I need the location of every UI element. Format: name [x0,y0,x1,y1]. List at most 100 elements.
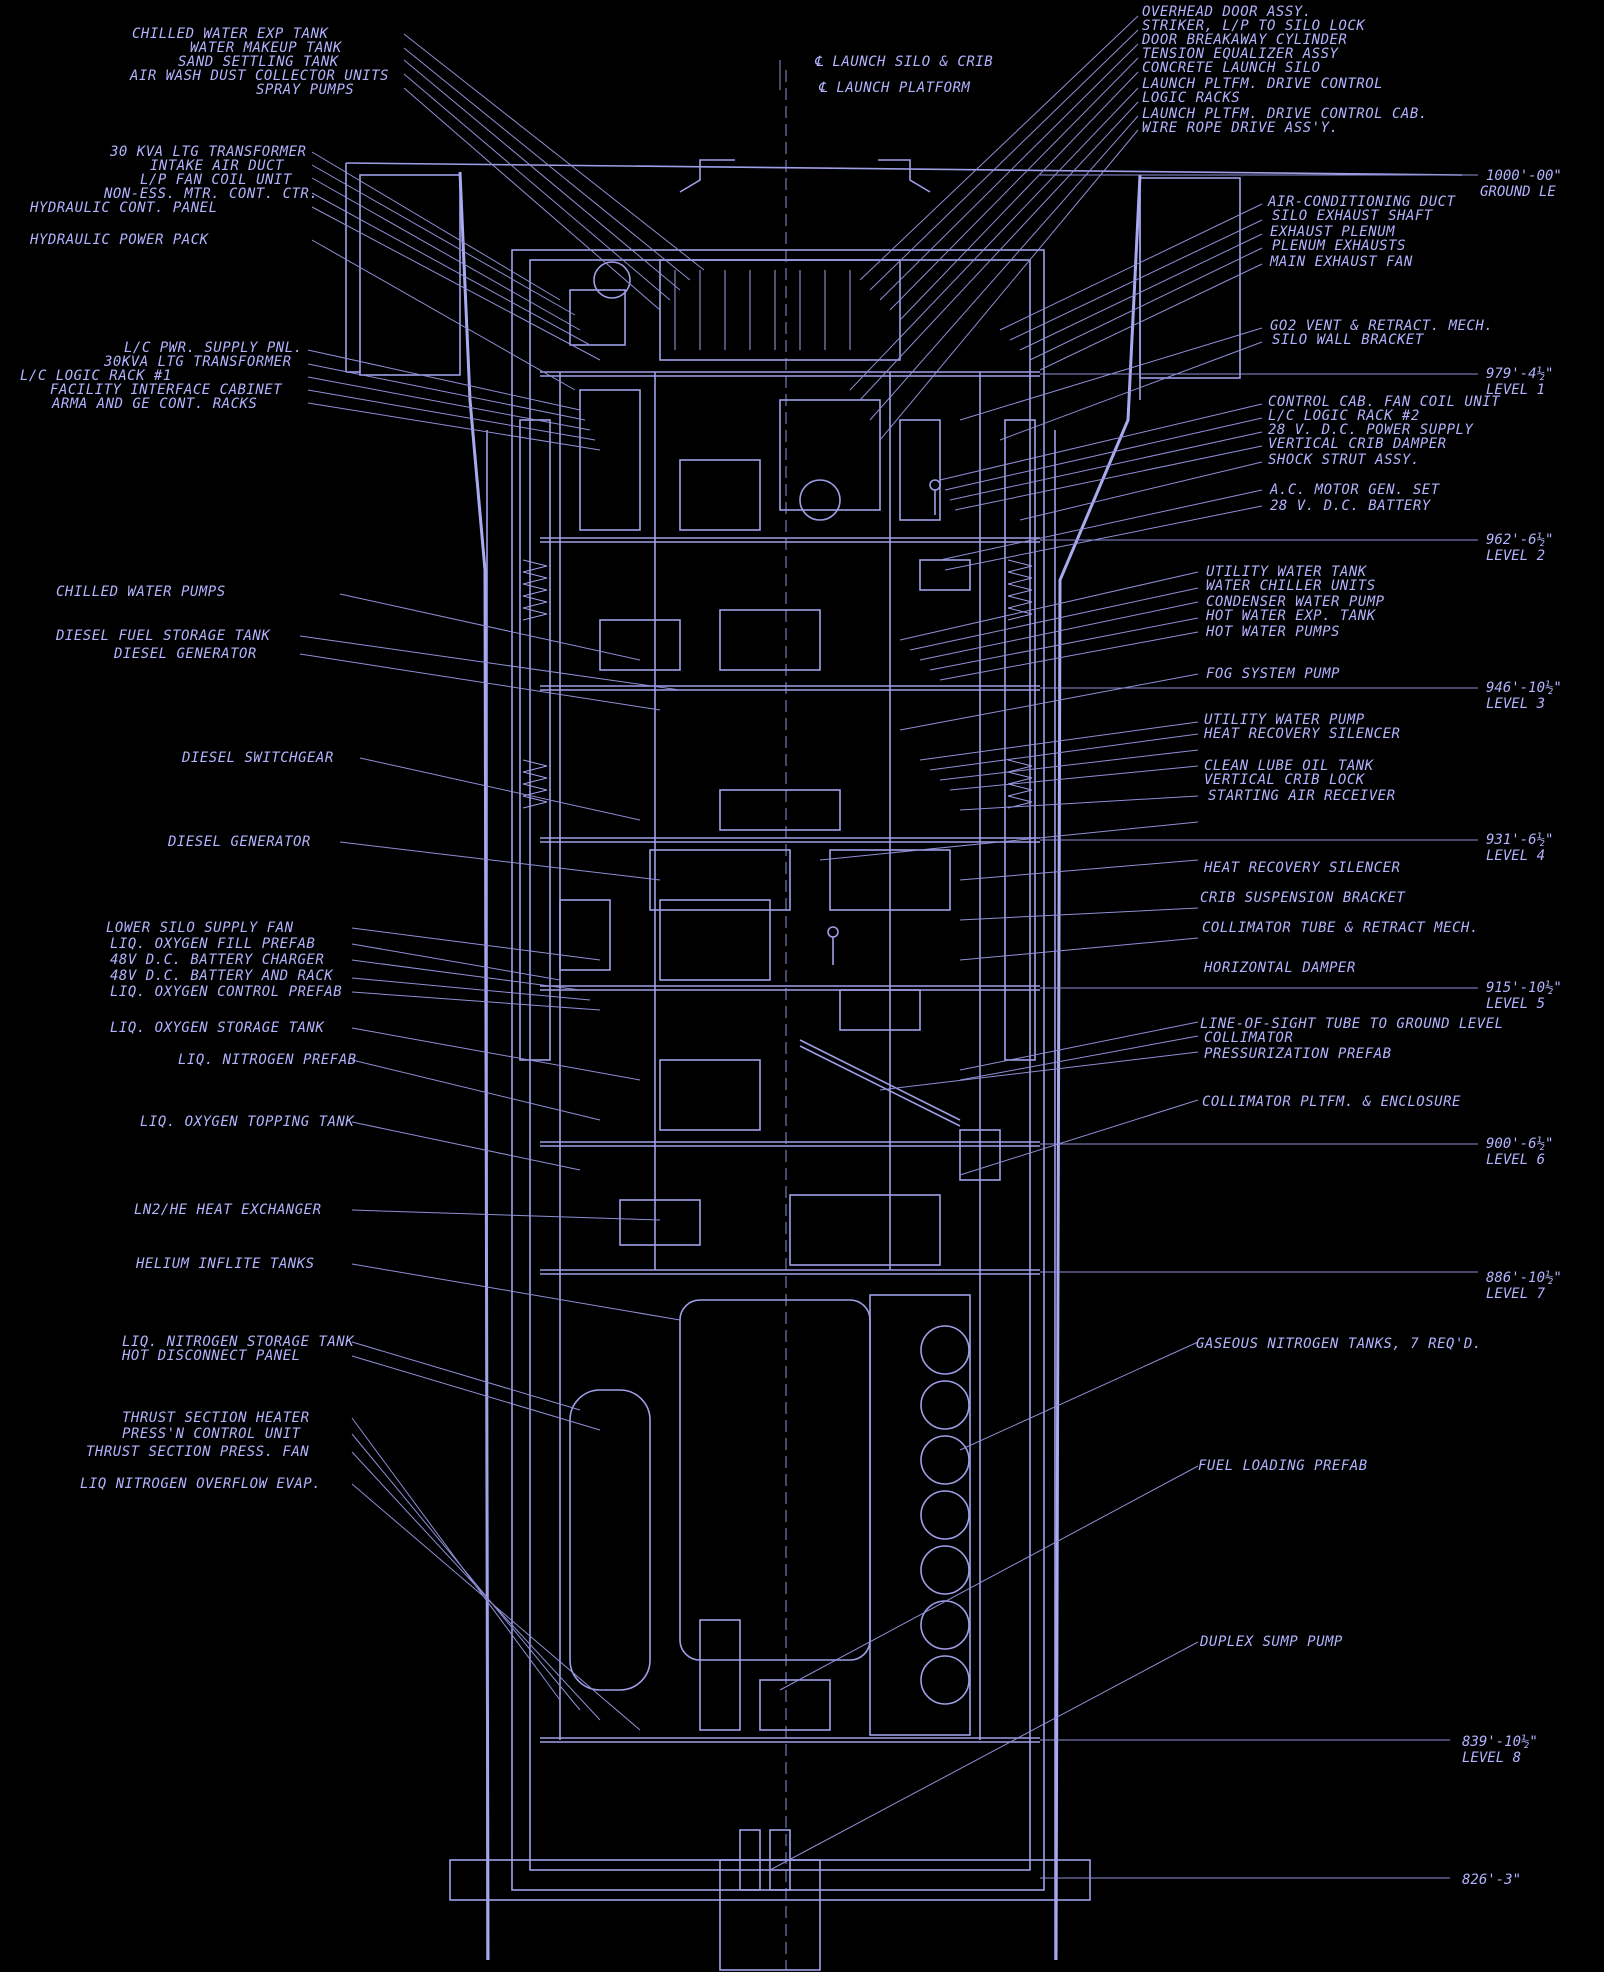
label: LIQ. NITROGEN PREFAB [178,1052,357,1068]
label: UTILITY WATER PUMP [1204,712,1365,728]
label: EXHAUST PLENUM [1270,224,1395,240]
label: HOT DISCONNECT PANEL [121,1348,301,1364]
label: CLEAN LUBE OIL TANK [1204,758,1375,774]
label: CONDENSER WATER PUMP [1206,594,1385,610]
label: L/C LOGIC RACK #1 [20,368,172,384]
label: MAIN EXHAUST FAN [1269,254,1413,270]
label: UTILITY WATER TANK [1206,564,1368,580]
label: 48V D.C. BATTERY CHARGER [110,952,324,968]
label: COLLIMATOR PLTFM. & ENCLOSURE [1202,1094,1461,1110]
level-elevation: 1000'-00" [1486,168,1562,184]
label: GO2 VENT & RETRACT. MECH. [1270,318,1493,334]
label: LOWER SILO SUPPLY FAN [106,920,294,936]
label: SAND SETTLING TANK [178,54,340,70]
label: INTAKE AIR DUCT [150,158,285,174]
label: LIQ. OXYGEN STORAGE TANK [110,1020,325,1036]
level-elevation: 839'-10½" [1462,1734,1538,1750]
label: SILO WALL BRACKET [1272,332,1425,348]
label: LN2/HE HEAT EXCHANGER [134,1202,322,1218]
labels-top-left: CHILLED WATER EXP TANK WATER MAKEUP TANK… [129,26,389,98]
label: TENSION EQUALIZER ASSY [1142,46,1340,62]
label: LOGIC RACKS [1142,90,1240,106]
label: HYDRAULIC POWER PACK [29,232,210,248]
labels-left-mid: L/C PWR. SUPPLY PNL. 30KVA LTG TRANSFORM… [20,340,302,412]
label: HELIUM INFLITE TANKS [135,1256,315,1272]
label: VERTICAL CRIB LOCK [1204,772,1366,788]
label: CONCRETE LAUNCH SILO [1142,60,1321,76]
label: L/C LOGIC RACK #2 [1268,408,1420,424]
label: LIQ NITROGEN OVERFLOW EVAP. [80,1476,321,1492]
label: LIQ. OXYGEN TOPPING TANK [140,1114,355,1130]
level-markers: 1000'-00" GROUND LE 979'-4½" LEVEL 1 962… [1462,168,1562,1888]
label: PRESSURIZATION PREFAB [1204,1046,1392,1062]
level-name: LEVEL 5 [1486,996,1545,1012]
label: STRIKER, L/P TO SILO LOCK [1142,18,1366,34]
label: AIR-CONDITIONING DUCT [1267,194,1457,210]
label: OVERHEAD DOOR ASSY. [1142,4,1312,20]
level-elevation: 886'-10½" [1486,1270,1562,1286]
level-name: LEVEL 8 [1462,1750,1521,1766]
label: NON-ESS. MTR. CONT. CTR. [103,186,318,202]
label: DIESEL GENERATOR [113,646,257,662]
level-name: LEVEL 6 [1486,1152,1545,1168]
label: GASEOUS NITROGEN TANKS, 7 REQ'D. [1196,1336,1482,1352]
label: DIESEL GENERATOR [167,834,311,850]
label: 30 KVA LTG TRANSFORMER [109,144,306,160]
label: FOG SYSTEM PUMP [1206,666,1340,682]
label: COLLIMATOR TUBE & RETRACT MECH. [1202,920,1479,936]
level-elevation: 979'-4½" [1486,366,1553,382]
label: LIQ. OXYGEN CONTROL PREFAB [110,984,342,1000]
label: ℄ LAUNCH SILO & CRIB [814,54,993,70]
label: HORIZONTAL DAMPER [1203,960,1356,976]
level-name: LEVEL 3 [1486,696,1545,712]
level-elevation: 931'-6½" [1486,832,1553,848]
label: WATER CHILLER UNITS [1206,578,1376,594]
label: LAUNCH PLTFM. DRIVE CONTROL CAB. [1142,106,1428,122]
labels-left-upper: 30 KVA LTG TRANSFORMER INTAKE AIR DUCT L… [29,144,318,248]
label: HOT WATER PUMPS [1205,624,1340,640]
labels-top-right: OVERHEAD DOOR ASSY. STRIKER, L/P TO SILO… [1141,4,1428,136]
level-name: LEVEL 1 [1486,382,1545,398]
label: DIESEL FUEL STORAGE TANK [55,628,271,644]
labels-left-lower: CHILLED WATER PUMPS DIESEL FUEL STORAGE … [55,584,357,1492]
label: CONTROL CAB. FAN COIL UNIT [1268,394,1501,410]
level-name: LEVEL 7 [1486,1286,1546,1302]
level-name: LEVEL 4 [1486,848,1545,864]
label: CHILLED WATER PUMPS [56,584,226,600]
label: 30KVA LTG TRANSFORMER [103,354,292,370]
label: ℄ LAUNCH PLATFORM [818,80,970,96]
label: AIR WASH DUST COLLECTOR UNITS [129,68,389,84]
level-elevation: 900'-6½" [1486,1136,1553,1152]
label: COLLIMATOR [1204,1030,1293,1046]
label: HEAT RECOVERY SILENCER [1203,726,1400,742]
label: ARMA AND GE CONT. RACKS [51,396,257,412]
label: 48V D.C. BATTERY AND RACK [110,968,334,984]
label: THRUST SECTION HEATER [122,1410,310,1426]
level-name: GROUND LE [1480,184,1556,200]
label: DOOR BREAKAWAY CYLINDER [1141,32,1347,48]
label: 28 V. D.C. BATTERY [1270,498,1432,514]
label: STARTING AIR RECEIVER [1208,788,1396,804]
label: WATER MAKEUP TANK [190,40,343,56]
label: PLENUM EXHAUSTS [1272,238,1406,254]
label: LIQ. NITROGEN STORAGE TANK [122,1334,355,1350]
level-elevation: 826'-3" [1462,1872,1521,1888]
label: WIRE ROPE DRIVE ASS'Y. [1142,120,1338,136]
label: THRUST SECTION PRESS. FAN [86,1444,309,1460]
label: SHOCK STRUT ASSY. [1268,452,1420,468]
label: FACILITY INTERFACE CABINET [50,382,283,398]
label: CRIB SUSPENSION BRACKET [1200,890,1406,906]
leader-lines [299,15,1478,1879]
label: LIQ. OXYGEN FILL PREFAB [110,936,315,952]
level-elevation: 915'-10½" [1486,980,1562,996]
level-elevation: 946'-10½" [1486,680,1562,696]
label: HYDRAULIC CONT. PANEL [29,200,218,216]
label: VERTICAL CRIB DAMPER [1268,436,1447,452]
level-name: LEVEL 2 [1486,548,1545,564]
label: L/P FAN COIL UNIT [140,172,293,188]
label: LINE-OF-SIGHT TUBE TO GROUND LEVEL [1200,1016,1504,1032]
label: HEAT RECOVERY SILENCER [1203,860,1400,876]
label: PRESS'N CONTROL UNIT [122,1426,302,1442]
label: DIESEL SWITCHGEAR [181,750,334,766]
label: LAUNCH PLTFM. DRIVE CONTROL [1142,76,1383,92]
